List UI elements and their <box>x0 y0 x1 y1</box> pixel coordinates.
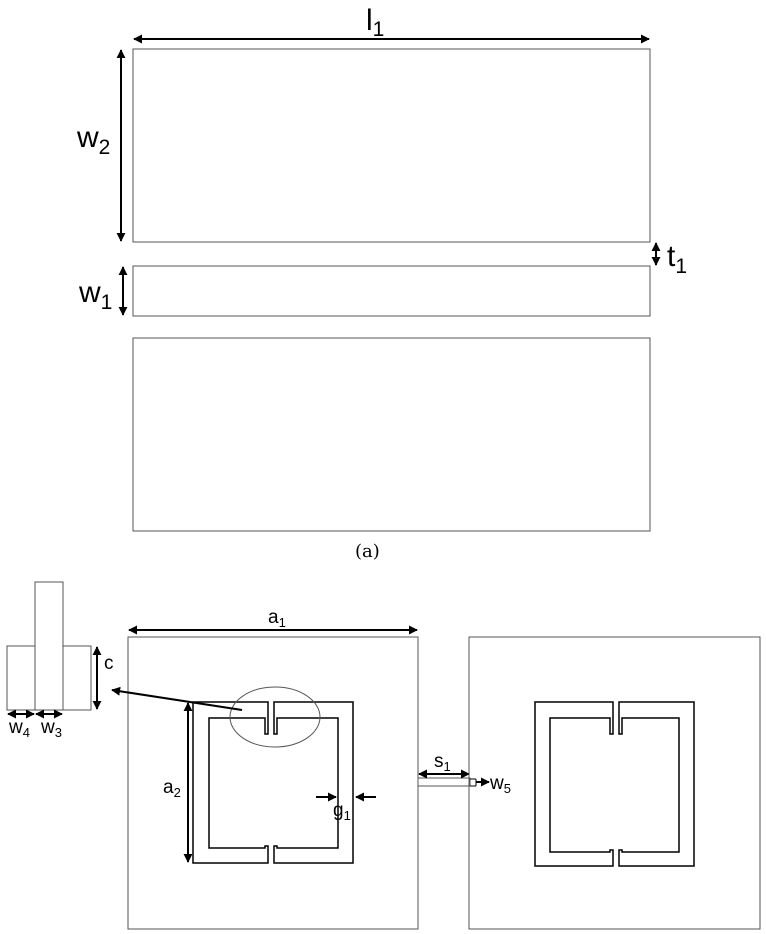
c-label: c <box>104 653 114 674</box>
g1-label: g1 <box>333 800 351 823</box>
left-srr-left-half <box>193 702 268 863</box>
a2-label: a2 <box>163 777 181 800</box>
w2-label: w2 <box>76 121 110 159</box>
w5-label: w5 <box>489 773 511 796</box>
left-srr-right-half <box>274 702 353 863</box>
s1-label: s1 <box>434 751 451 774</box>
bottom-wide-strip <box>133 338 650 531</box>
left-split-ring-resonator <box>193 702 353 863</box>
figure-b: c w4 w3 a1 a2 g1 s1 w5 <box>7 582 760 929</box>
right-split-ring-resonator <box>535 702 694 866</box>
caption-a: (a) <box>355 541 380 562</box>
top-wide-strip <box>133 49 650 242</box>
detail-right-pad <box>63 646 91 710</box>
zoom-pointer-arrow <box>112 690 242 710</box>
right-srr-left-half <box>535 702 613 866</box>
right-srr-right-half <box>619 702 694 866</box>
gap-highlight-ellipse <box>230 687 320 747</box>
w4-label: w4 <box>8 717 30 740</box>
l1-label: l1 <box>366 4 384 41</box>
t1-label: t1 <box>667 240 687 278</box>
detail-center-post <box>35 582 63 710</box>
a1-label: a1 <box>268 607 286 630</box>
gap-detail-inset: c w4 w3 <box>7 582 114 740</box>
w3-label: w3 <box>40 717 62 740</box>
detail-left-pad <box>7 646 35 710</box>
w1-label: w1 <box>78 276 112 314</box>
figure-a: l1 w2 t1 w1 (a) <box>76 4 687 562</box>
connecting-strip <box>418 778 470 786</box>
narrow-center-strip <box>133 266 650 316</box>
right-unit-cell <box>469 637 760 929</box>
